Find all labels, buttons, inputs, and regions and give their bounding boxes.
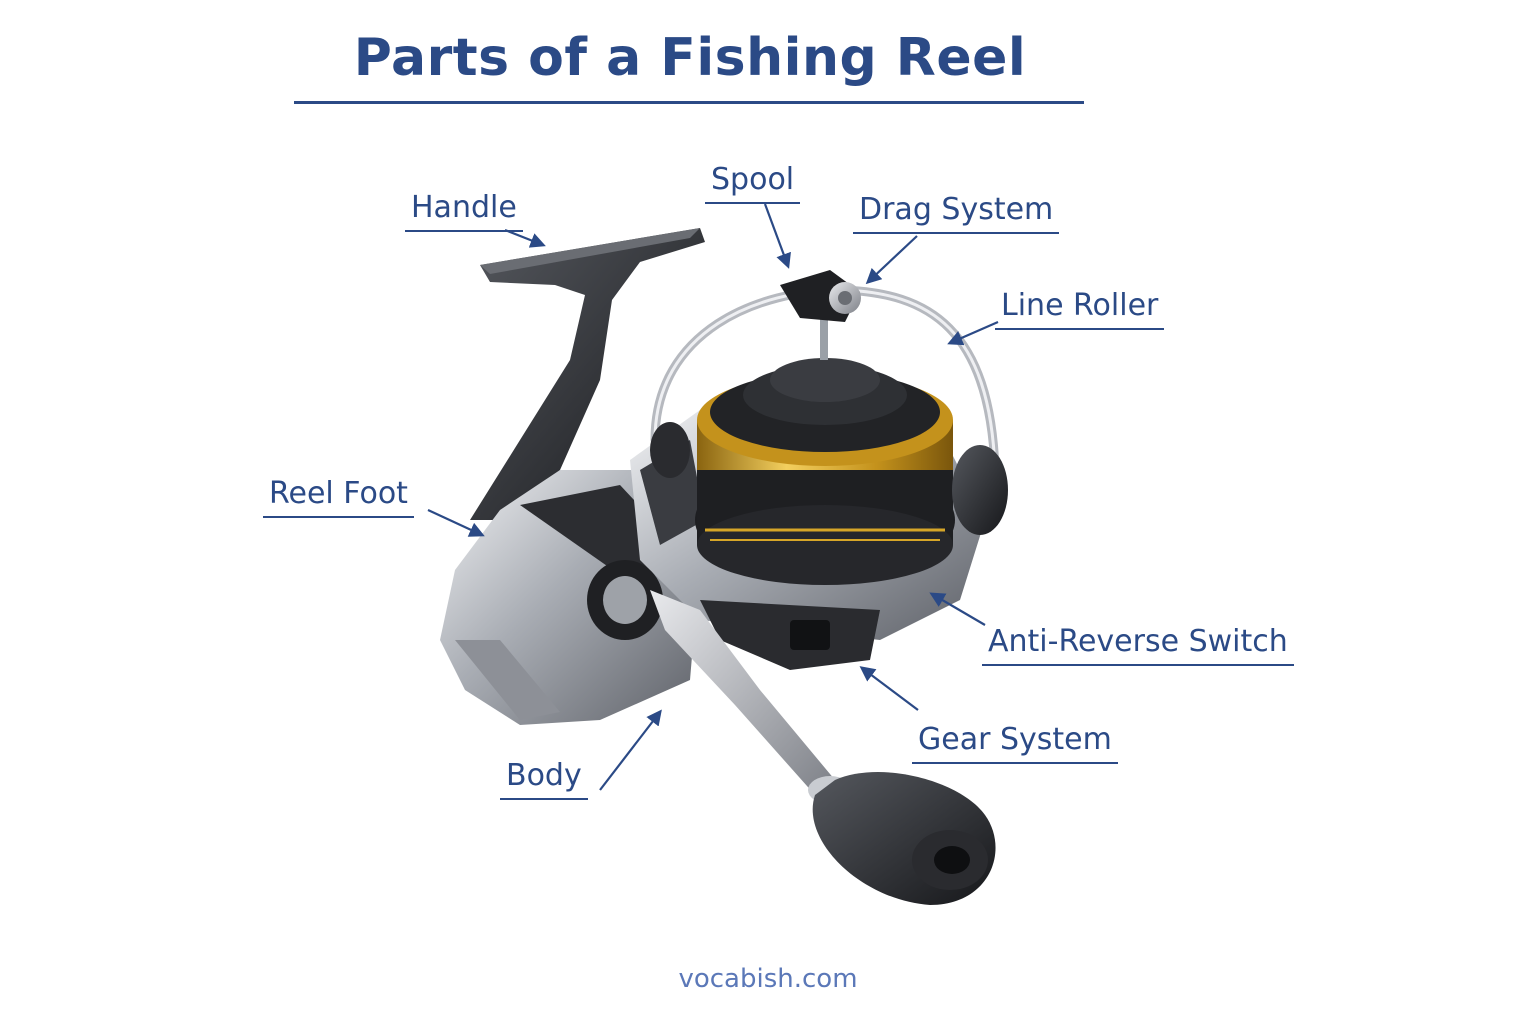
label-handle: Handle <box>405 188 523 232</box>
bail-arm-shape <box>650 422 1008 535</box>
title-underline <box>294 101 1084 104</box>
gear-housing-shape <box>700 600 880 670</box>
crank-handle-shape <box>587 560 996 905</box>
label-pointers <box>427 203 999 791</box>
label-drag-system: Drag System <box>853 190 1060 234</box>
drag-knob-shape <box>780 270 861 360</box>
spool-shape <box>695 358 955 585</box>
reel-foot-shape <box>470 228 705 520</box>
label-anti-reverse-switch: Anti-Reverse Switch <box>982 622 1294 666</box>
page-title: Parts of a Fishing Reel <box>353 28 1027 88</box>
label-line-roller: Line Roller <box>995 286 1165 330</box>
label-body: Body <box>500 756 588 800</box>
label-spool: Spool <box>705 160 801 204</box>
site-footer[interactable]: vocabish.com <box>678 964 858 994</box>
label-gear-system: Gear System <box>912 720 1118 764</box>
label-reel-foot: Reel Foot <box>263 474 414 518</box>
reel-body-shape <box>440 470 700 725</box>
